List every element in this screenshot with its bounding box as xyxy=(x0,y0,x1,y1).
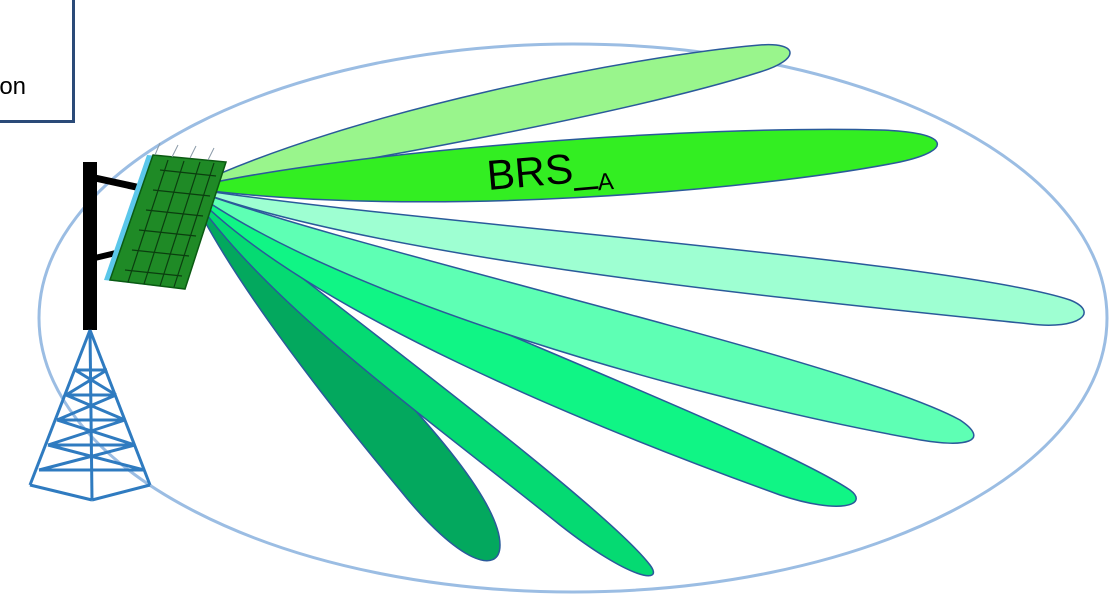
beam-label-subscript: A xyxy=(596,168,615,197)
beams xyxy=(187,43,1085,577)
beam-label-main: BRS_ xyxy=(484,142,599,200)
beam-a xyxy=(187,128,939,203)
coverage-ellipse xyxy=(37,42,1109,594)
beam-mid-light xyxy=(187,187,975,444)
cell-tower-icon xyxy=(28,329,152,502)
beam-mid-dark xyxy=(187,187,655,577)
beam-upper xyxy=(187,43,791,189)
antenna-panel-icon xyxy=(104,142,228,290)
beam-light xyxy=(187,187,1085,326)
caption-text: ion xyxy=(0,73,27,100)
caption-box: ion xyxy=(0,0,75,123)
